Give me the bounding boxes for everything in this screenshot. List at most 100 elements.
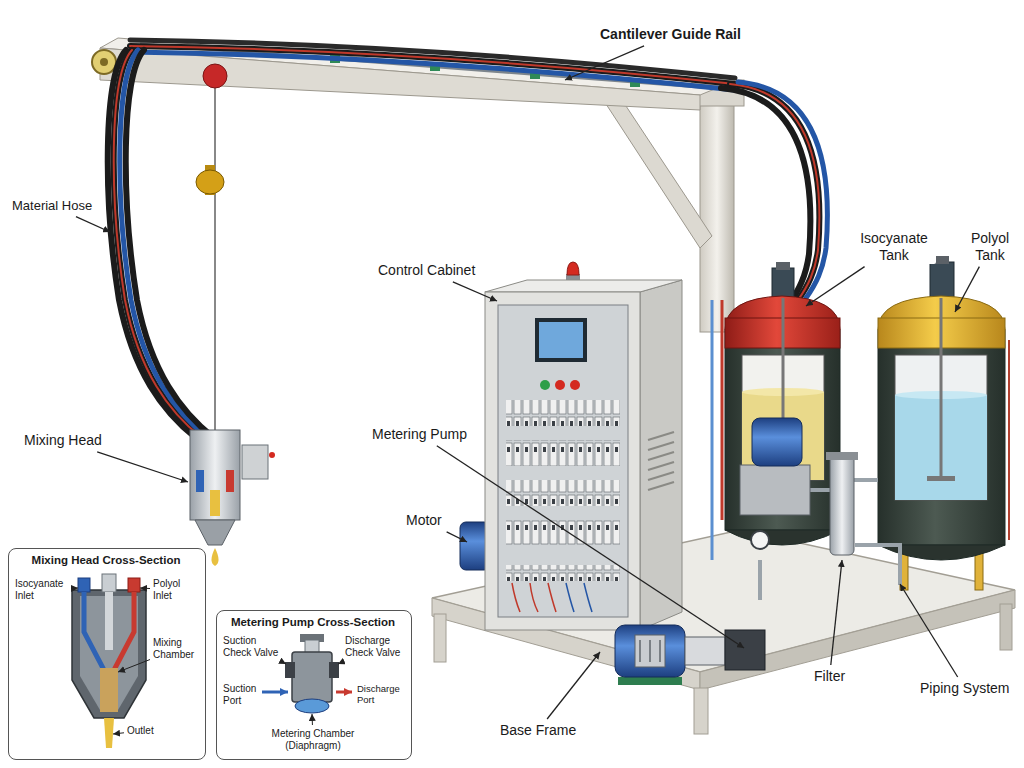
control-cabinet: [555, 380, 565, 390]
metering-pump-lower: [639, 640, 641, 662]
control-cabinet: [485, 292, 640, 630]
mixing-head-assembly: [212, 548, 219, 566]
metering-pump-upper: [740, 418, 810, 549]
part-label: Metering Chamber (Diaphragm): [253, 728, 373, 752]
mixing-head-section: [100, 668, 118, 712]
polyol-tank: [878, 545, 1005, 560]
control-cabinet: [648, 452, 674, 460]
metering-pump-upper: [752, 418, 802, 466]
polyol-tank: [940, 298, 943, 480]
part-label: Mixing Chamber: [153, 637, 201, 661]
control-cabinet: [648, 462, 674, 470]
leader-line: [437, 446, 744, 648]
callout-label: Mixing Head: [22, 432, 104, 449]
metering-pump-section: [285, 662, 295, 678]
piping-system: [712, 300, 900, 600]
callout-label: Metering Pump: [370, 426, 469, 443]
mixing-head-assembly: [210, 490, 220, 516]
callout-label: Polyol Tank: [962, 230, 1018, 264]
mixing-head-assembly: [108, 50, 275, 566]
control-cabinet: [506, 440, 620, 466]
callout-label: Motor: [404, 512, 444, 529]
mixing-head-assembly: [214, 88, 216, 430]
metering-pump-upper: [740, 465, 810, 515]
metering-pump-upper: [751, 531, 769, 549]
leader-line: [118, 660, 150, 672]
mixing-head-section: [8, 548, 202, 760]
leader-line: [338, 662, 342, 664]
callout-label: Cantilever Guide Rail: [598, 26, 743, 43]
mixing-head-assembly: [195, 520, 235, 545]
control-cabinet: [506, 565, 620, 581]
filter: [830, 455, 854, 555]
polyol-tank: [927, 476, 955, 481]
isocyanate-tank: [776, 262, 790, 270]
leader-line: [312, 714, 313, 725]
material-hose: [130, 52, 735, 90]
metering-pump-lower: [649, 640, 651, 662]
control-cabinet: [498, 305, 628, 617]
callout-label: Piping System: [918, 680, 1011, 697]
control-cabinet: [648, 482, 674, 490]
cantilever-rail: [100, 58, 108, 66]
control-cabinet: [566, 583, 592, 612]
callout-label: Base Frame: [498, 722, 578, 739]
control-cabinet: [648, 432, 674, 440]
mixing-head-assembly: [196, 470, 204, 492]
polyol-tank: [935, 256, 949, 264]
leader-line: [113, 733, 124, 734]
leader-line: [76, 217, 110, 232]
piping-system: [711, 300, 714, 560]
part-label: Suction Check Valve: [223, 635, 285, 659]
isocyanate-tank: [772, 268, 794, 298]
panel-title: Mixing Head Cross-Section: [9, 554, 203, 568]
control-cabinet: [540, 380, 550, 390]
metering-pump-section: [295, 699, 329, 713]
mixing-head-assembly: [108, 50, 214, 438]
leader-line: [900, 584, 958, 677]
piping-system: [854, 478, 878, 482]
part-label: Discharge Port: [357, 683, 405, 706]
base-frame: [1000, 604, 1012, 650]
mixing-head-section: [72, 590, 146, 718]
control-cabinet: [485, 262, 682, 630]
mixing-head-assembly: [226, 470, 234, 492]
metering-pump-lower: [618, 677, 682, 685]
piping-system: [855, 545, 900, 585]
mixing-head-section: [78, 578, 90, 592]
mixing-head-section: [105, 592, 113, 650]
metering-pump-section: [336, 691, 352, 694]
metering-pump-lower: [725, 630, 765, 670]
base-frame: [700, 590, 1015, 690]
control-cabinet: [567, 262, 579, 275]
material-hose: [738, 82, 827, 298]
leader-line: [447, 532, 467, 542]
leader-line: [831, 560, 842, 665]
control-cabinet: [648, 442, 674, 450]
control-cabinet: [512, 583, 556, 612]
mixing-head-section: [104, 718, 114, 748]
isocyanate-tank: [725, 262, 840, 545]
control-cabinet: [506, 520, 620, 546]
metering-pump-section: [216, 610, 408, 760]
support-column: [606, 100, 712, 248]
callout-label: Isocyanate Tank: [852, 230, 936, 264]
panel-title: Metering Pump Cross-Section: [217, 616, 409, 630]
metering-pump-section: [329, 662, 339, 678]
leader-line: [955, 267, 979, 312]
polyol-tank: [930, 262, 954, 298]
inset-panel: Mixing Head Cross-SectionIsocyanate Inle…: [8, 548, 206, 760]
leader-line: [97, 452, 188, 482]
callout-label: Control Cabinet: [376, 262, 477, 279]
metering-pump-lower: [685, 637, 725, 665]
metering-pump-lower: [615, 625, 685, 677]
control-cabinet: [539, 322, 583, 358]
control-cabinet: [506, 400, 620, 426]
metering-pump-section: [292, 652, 332, 702]
polyol-tank: [1008, 340, 1010, 540]
polyol-tank: [878, 256, 1009, 590]
part-label: Polyol Inlet: [153, 578, 201, 602]
leader-line: [140, 588, 150, 590]
